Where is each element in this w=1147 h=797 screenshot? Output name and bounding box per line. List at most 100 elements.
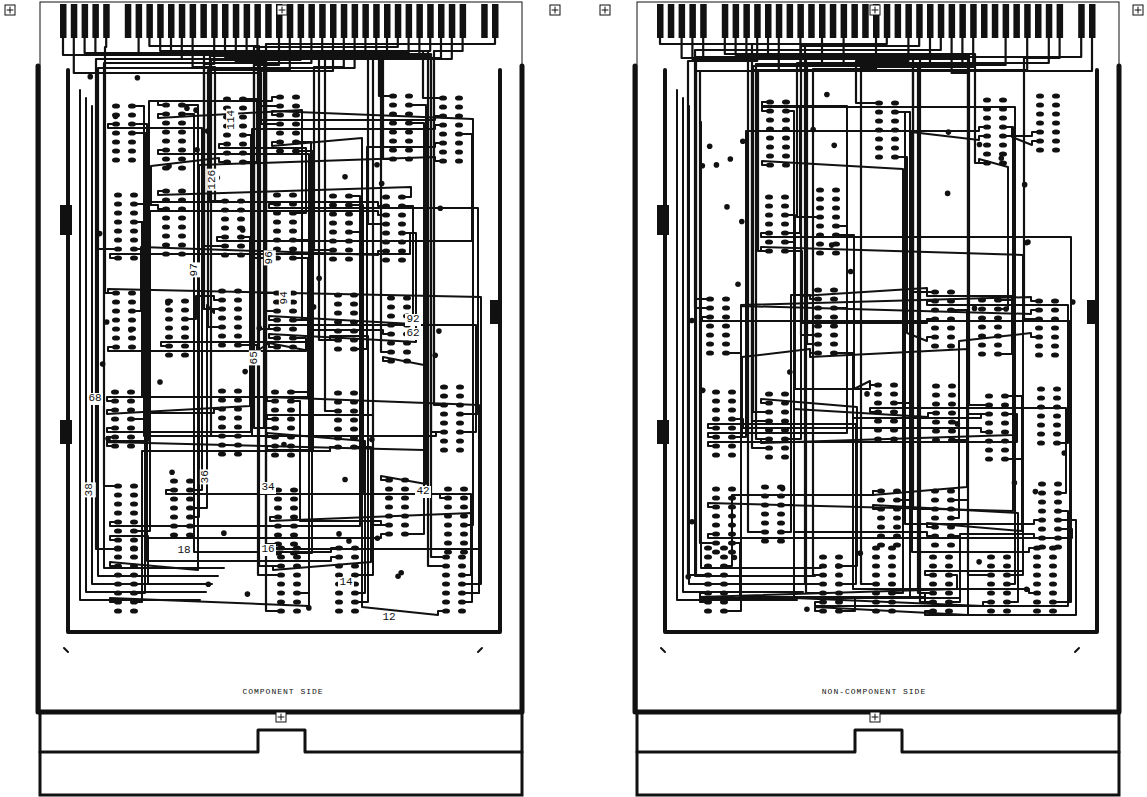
ic-pad (178, 224, 186, 229)
board-notch (40, 730, 522, 752)
ic-pad (1037, 395, 1045, 400)
copper-trace (158, 187, 411, 197)
edge-finger (970, 4, 977, 38)
edge-finger (916, 4, 923, 38)
ic-pad (234, 306, 242, 311)
ic-pad (712, 513, 720, 518)
registration-mark (10, 7, 11, 13)
copper-trace (762, 102, 847, 308)
copper-trace (158, 101, 257, 162)
ic-pad (460, 495, 468, 500)
via-pad (165, 300, 171, 306)
ic-pad (127, 398, 135, 403)
ic-pad (165, 307, 173, 312)
ic-pad (329, 256, 337, 261)
ic-pad (728, 452, 736, 457)
via-pad (689, 519, 695, 525)
ic-pad (287, 407, 295, 412)
trace-bundle (98, 114, 218, 576)
ic-pad (765, 212, 773, 217)
edge-finger (841, 4, 848, 38)
ic-pad (1049, 590, 1057, 595)
ic-pad (888, 545, 896, 550)
edge-finger (416, 4, 423, 38)
ic-pad (1037, 440, 1045, 445)
ic-pad (186, 478, 194, 483)
ic-pad (329, 193, 337, 198)
edge-finger (384, 4, 391, 38)
via-pad (342, 174, 348, 180)
ic-pad (442, 572, 450, 577)
copper-trace (834, 353, 989, 418)
copper-trace (949, 534, 1042, 602)
via-pad (739, 219, 745, 225)
edge-finger (1024, 4, 1031, 38)
ic-pad (218, 342, 226, 347)
copper-trace (269, 233, 416, 342)
ic-pad (712, 416, 720, 421)
ic-pad (292, 112, 300, 117)
ic-pad (398, 248, 406, 253)
ic-pad (893, 524, 901, 529)
ic-pad (186, 532, 194, 537)
ic-pad (877, 497, 885, 502)
ic-pad (722, 332, 730, 337)
registration-mark (5, 5, 15, 15)
edge-finger (319, 4, 326, 38)
board-tab (637, 712, 1119, 795)
ic-pad (1053, 395, 1061, 400)
callout-number: 65 (249, 350, 261, 365)
via-pad (240, 227, 246, 233)
ic-pad (782, 99, 790, 104)
ic-pad (329, 211, 337, 216)
ic-pad (947, 334, 955, 339)
ic-pad (875, 118, 883, 123)
registration-mark (1133, 5, 1143, 15)
copper-trace (752, 36, 887, 421)
perimeter-trace (68, 70, 500, 632)
ic-pad (350, 310, 358, 315)
ic-pad (999, 115, 1007, 120)
ic-pad (1035, 352, 1043, 357)
ic-pad (929, 554, 937, 559)
copper-trace (107, 133, 148, 441)
ic-pad (816, 187, 824, 192)
via-pad (245, 591, 251, 597)
ic-pad (387, 295, 395, 300)
ic-pad (112, 299, 120, 304)
ic-pad (765, 454, 773, 459)
ic-pad (777, 538, 785, 543)
ic-pad (170, 478, 178, 483)
ic-pad (181, 325, 189, 330)
edge-finger (1089, 4, 1096, 38)
ic-pad (405, 138, 413, 143)
ic-pad (1001, 402, 1009, 407)
copper-trace (786, 111, 935, 536)
callout-number: 42 (415, 486, 430, 498)
board-notch (637, 730, 1119, 752)
ic-pad (165, 334, 173, 339)
ic-pad (403, 304, 411, 309)
ic-pad (382, 230, 390, 235)
copper-trace (836, 235, 878, 389)
ic-pad (985, 447, 993, 452)
ic-pad (351, 554, 359, 559)
ic-pad (455, 95, 463, 100)
via-pad (311, 304, 317, 310)
via-pad (206, 581, 212, 587)
copper-trace (732, 419, 989, 432)
copper-trace (761, 300, 1013, 443)
ic-pad (112, 326, 120, 331)
ic-pad (440, 384, 448, 389)
ic-pad (1033, 572, 1041, 577)
via-pad (1025, 239, 1031, 245)
edge-finger (211, 4, 218, 38)
copper-trace (746, 36, 989, 414)
edge-finger (797, 4, 804, 38)
callout-number: 96 (264, 250, 276, 265)
ic-pad (405, 147, 413, 152)
via-pad (1012, 480, 1018, 486)
ic-pad (765, 391, 773, 396)
ic-pad (932, 383, 940, 388)
registration-mark (550, 5, 560, 15)
